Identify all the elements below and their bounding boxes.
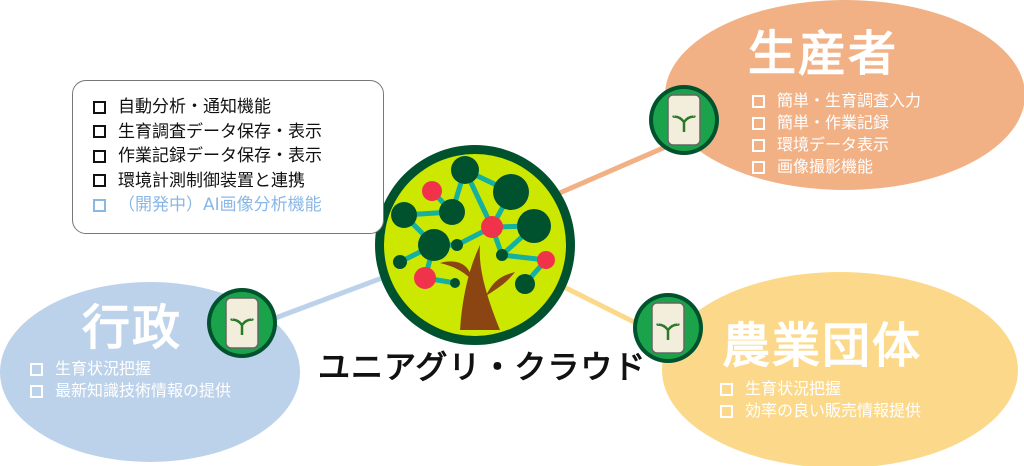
feature-item-in-development: （開発中）AI画像分析機能 [93,193,383,218]
list-item: 最新知識技術情報の提供 [30,380,231,402]
government-list: 生育状況把握 最新知識技術情報の提供 [30,358,231,402]
item-label: 簡単・作業記録 [777,113,890,132]
checkbox-icon [752,138,765,152]
list-item: 環境データ表示 [752,134,921,156]
feature-item: 作業記録データ保存・表示 [93,144,383,169]
government-connector [269,272,391,323]
checkbox-icon [752,160,765,174]
checkbox-icon [93,125,106,139]
list-item: 画像撮影機能 [752,156,921,178]
feature-label: 環境計測制御装置と連携 [118,170,305,191]
feature-item: 環境計測制御装置と連携 [93,169,383,194]
checkbox-icon [752,94,765,108]
item-label: 環境データ表示 [777,135,890,154]
item-label: 生育状況把握 [55,359,152,378]
list-item: 簡単・作業記録 [752,112,921,134]
agri-group-ellipse [662,272,1018,466]
smartphone-sprout-icon [633,293,703,363]
government-title: 行政 [82,300,183,356]
feature-label: （開発中）AI画像分析機能 [118,195,322,215]
checkbox-icon [93,100,106,114]
list-item: 生育状況把握 [30,358,231,380]
checkbox-icon [752,116,765,130]
list-item: 簡単・生育調査入力 [752,90,921,112]
tree-network-icon [375,145,575,345]
checkbox-icon [93,198,106,212]
item-label: 簡単・生育調査入力 [777,91,922,110]
center-title: ユニアグリ・クラウド [318,348,647,386]
smartphone-sprout-icon [649,85,719,155]
checkbox-icon [93,174,106,188]
agri-group-title: 農業団体 [722,318,923,374]
checkbox-icon [720,382,733,396]
producer-list: 簡単・生育調査入力 簡単・作業記録 環境データ表示 画像撮影機能 [752,90,921,178]
checkbox-icon [720,404,733,418]
feature-item: 自動分析・通知機能 [93,95,383,120]
producer-title: 生産者 [748,26,899,82]
list-item: 生育状況把握 [720,378,921,400]
checkbox-icon [30,384,43,398]
agri-group-list: 生育状況把握 効率の良い販売情報提供 [720,378,921,422]
feature-item: 生育調査データ保存・表示 [93,120,383,145]
feature-label: 作業記録データ保存・表示 [118,146,322,166]
smartphone-sprout-icon [207,288,277,358]
producer-ellipse [665,0,1024,190]
item-label: 生育状況把握 [745,379,842,398]
checkbox-icon [30,362,43,376]
feature-label: 生育調査データ保存・表示 [118,121,322,142]
producer-connector [554,142,671,198]
checkbox-icon [93,149,106,163]
list-item: 効率の良い販売情報提供 [720,400,921,422]
feature-label: 自動分析・通知機能 [118,97,271,117]
item-label: 最新知識技術情報の提供 [55,381,232,400]
item-label: 効率の良い販売情報提供 [745,401,922,420]
item-label: 画像撮影機能 [777,157,874,176]
features-box: 自動分析・通知機能 生育調査データ保存・表示 作業記録データ保存・表示 環境計測… [72,80,384,234]
